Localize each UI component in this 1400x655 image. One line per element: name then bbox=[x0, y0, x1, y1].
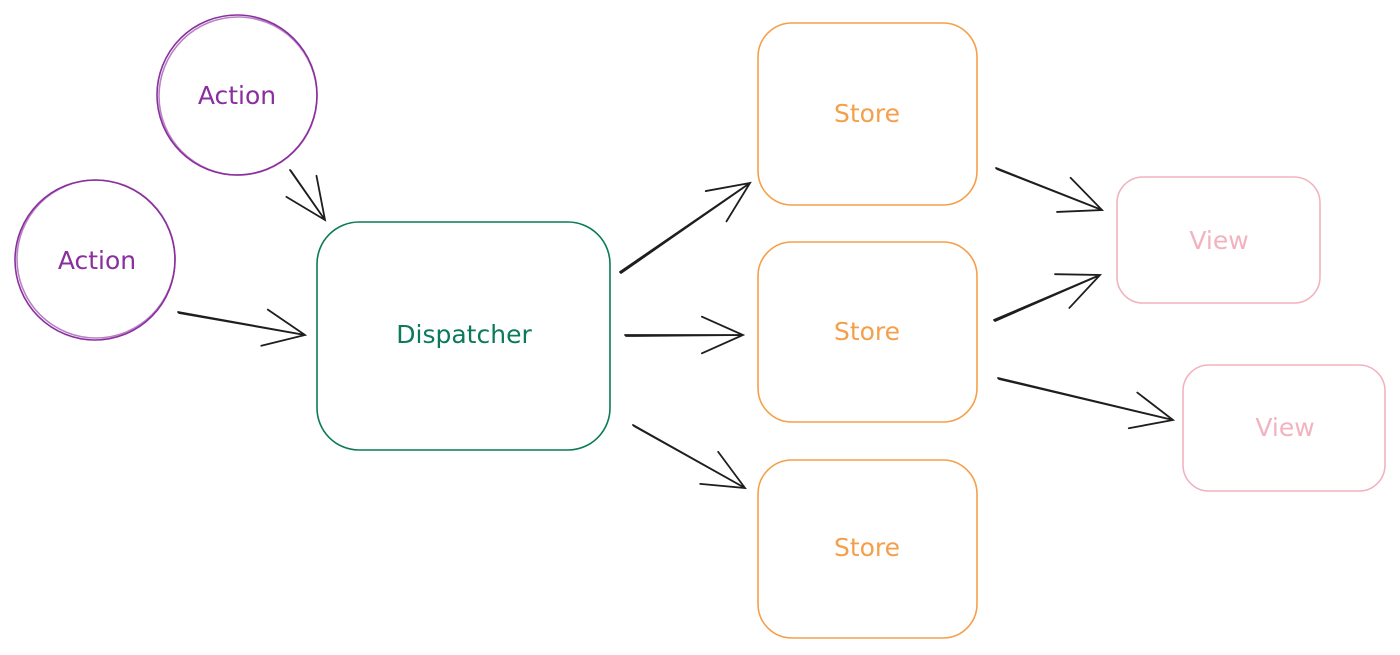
view-label: View bbox=[1255, 413, 1314, 442]
store-label: Store bbox=[834, 99, 900, 128]
action-label: Action bbox=[58, 246, 136, 275]
view-node-2[interactable]: View bbox=[1182, 364, 1386, 492]
arrow-connector bbox=[285, 169, 327, 222]
arrow-connector bbox=[624, 315, 746, 355]
store-node-2[interactable]: Store bbox=[757, 241, 978, 423]
arrow-connector bbox=[619, 181, 752, 274]
view-label: View bbox=[1189, 226, 1248, 255]
dispatcher-label: Dispatcher bbox=[396, 320, 532, 349]
action-node-top[interactable]: Action bbox=[156, 14, 318, 176]
action-node-left[interactable]: Action bbox=[14, 179, 176, 341]
arrow-connector bbox=[997, 377, 1176, 430]
view-node-1[interactable]: View bbox=[1116, 176, 1321, 304]
arrow-connector bbox=[632, 424, 747, 490]
store-node-1[interactable]: Store bbox=[757, 22, 978, 206]
arrow-connector bbox=[993, 273, 1103, 322]
arrow-connector bbox=[995, 167, 1105, 213]
store-label: Store bbox=[834, 533, 900, 562]
dispatcher-node[interactable]: Dispatcher bbox=[316, 221, 611, 451]
action-label: Action bbox=[198, 81, 276, 110]
arrow-connector bbox=[177, 308, 308, 347]
store-node-3[interactable]: Store bbox=[757, 459, 978, 639]
store-label: Store bbox=[834, 317, 900, 346]
arrows bbox=[177, 167, 1176, 490]
